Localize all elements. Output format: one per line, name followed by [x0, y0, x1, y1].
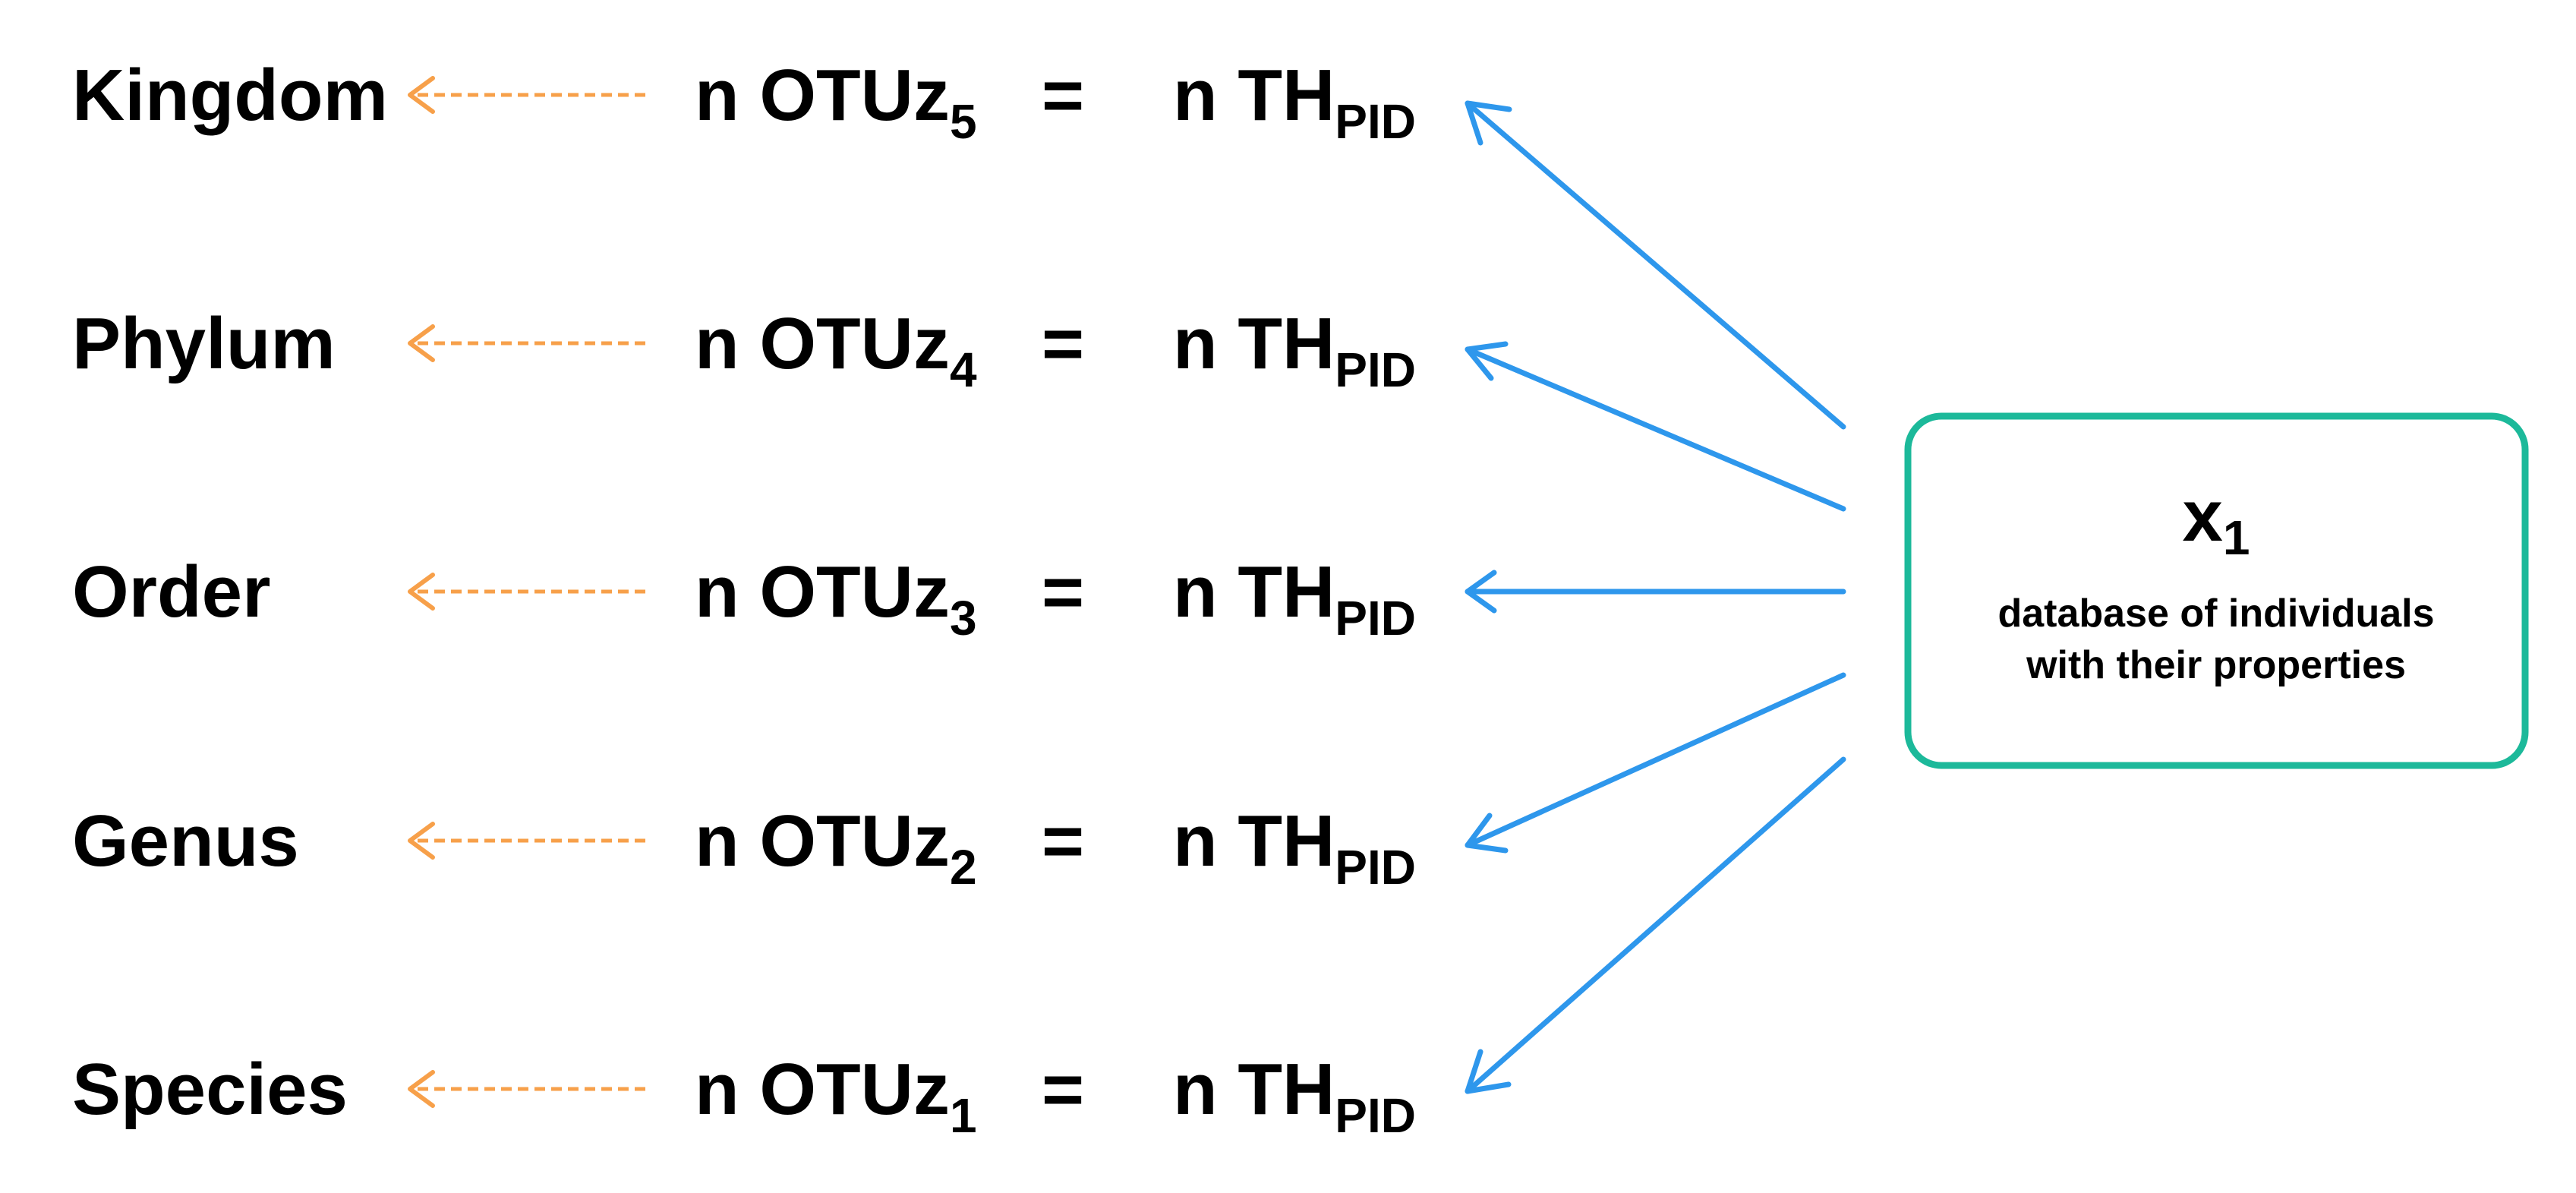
rank-label-species: Species: [72, 1049, 348, 1130]
otu-prefix: n OTUz: [695, 1049, 950, 1130]
equals-sign: =: [1042, 1049, 1084, 1130]
blue-arrow-head: [1465, 341, 1509, 381]
orange-arrow-head: [408, 324, 435, 362]
otu-subscript: 5: [950, 94, 977, 149]
otu-subscript: 3: [950, 591, 977, 645]
row-species: Species n OTUz1 = n THPID: [72, 1049, 1416, 1143]
blue-arrow-head: [1465, 813, 1509, 854]
database-description-line1: database of individuals: [1997, 592, 2434, 636]
blue-arrow-shaft: [1465, 346, 1846, 512]
blue-arrow-to-kingdom: [1465, 100, 1846, 430]
blue-arrow-head: [1465, 1049, 1512, 1094]
otu-formula-order: n OTUz3: [695, 551, 977, 645]
blue-arrow-to-species: [1465, 756, 1846, 1094]
otu-formula-phylum: n OTUz4: [695, 303, 977, 397]
th-formula-genus: n THPID: [1173, 800, 1416, 895]
blue-arrow-shaft: [1465, 672, 1846, 848]
blue-arrow-head: [1465, 100, 1512, 146]
database-symbol: x1: [2183, 475, 2250, 565]
database-box: x1 database of individuals with their pr…: [1904, 412, 2529, 769]
otu-formula-kingdom: n OTUz5: [695, 55, 977, 149]
th-prefix: n TH: [1173, 303, 1335, 384]
orange-arrow-genus: [408, 822, 645, 860]
th-prefix: n TH: [1173, 55, 1335, 136]
blue-arrow-to-order: [1465, 570, 1846, 614]
blue-arrow-head: [1465, 570, 1497, 614]
orange-arrow-head: [408, 573, 435, 611]
equals-sign: =: [1042, 55, 1084, 136]
th-formula-kingdom: n THPID: [1173, 55, 1416, 149]
database-symbol-subscript: 1: [2223, 510, 2250, 565]
row-genus: Genus n OTUz2 = n THPID: [72, 800, 1416, 895]
th-subscript: PID: [1335, 94, 1416, 149]
otu-formula-species: n OTUz1: [695, 1049, 977, 1143]
th-prefix: n TH: [1173, 551, 1335, 633]
th-formula-species: n THPID: [1173, 1049, 1416, 1143]
otu-prefix: n OTUz: [695, 55, 950, 136]
database-box-border: [1904, 412, 2529, 769]
blue-arrow-to-genus: [1465, 672, 1846, 854]
th-subscript: PID: [1335, 1088, 1416, 1143]
orange-arrow-head: [408, 1070, 435, 1108]
otu-prefix: n OTUz: [695, 303, 950, 384]
equals-sign: =: [1042, 551, 1084, 633]
th-prefix: n TH: [1173, 800, 1335, 882]
th-formula-order: n THPID: [1173, 551, 1416, 645]
otu-formula-genus: n OTUz2: [695, 800, 977, 895]
th-prefix: n TH: [1173, 1049, 1335, 1130]
th-formula-phylum: n THPID: [1173, 303, 1416, 397]
orange-arrow-species: [408, 1070, 645, 1108]
otu-subscript: 2: [950, 840, 977, 895]
rank-label-phylum: Phylum: [72, 303, 336, 384]
blue-arrow-to-phylum: [1465, 341, 1846, 512]
orange-arrow-kingdom: [408, 76, 645, 114]
th-subscript: PID: [1335, 840, 1416, 895]
database-symbol-letter: x: [2183, 475, 2223, 557]
orange-arrow-head: [408, 822, 435, 860]
otu-prefix: n OTUz: [695, 551, 950, 633]
orange-arrow-order: [408, 573, 645, 611]
rank-label-genus: Genus: [72, 800, 299, 882]
rank-label-order: Order: [72, 551, 270, 633]
database-description-line2: with their properties: [2026, 643, 2406, 687]
th-subscript: PID: [1335, 591, 1416, 645]
otu-subscript: 4: [950, 342, 977, 397]
row-phylum: Phylum n OTUz4 = n THPID: [72, 303, 1416, 397]
blue-arrow-shaft: [1465, 756, 1846, 1094]
row-order: Order n OTUz3 = n THPID: [72, 551, 1416, 645]
orange-arrow-phylum: [408, 324, 645, 362]
row-kingdom: Kingdom n OTUz5 = n THPID: [72, 55, 1416, 149]
rank-label-kingdom: Kingdom: [72, 55, 388, 136]
otu-prefix: n OTUz: [695, 800, 950, 882]
blue-arrow-shaft: [1465, 100, 1846, 430]
th-subscript: PID: [1335, 342, 1416, 397]
orange-arrow-head: [408, 76, 435, 114]
equals-sign: =: [1042, 800, 1084, 882]
equals-sign: =: [1042, 303, 1084, 384]
otu-subscript: 1: [950, 1088, 977, 1143]
